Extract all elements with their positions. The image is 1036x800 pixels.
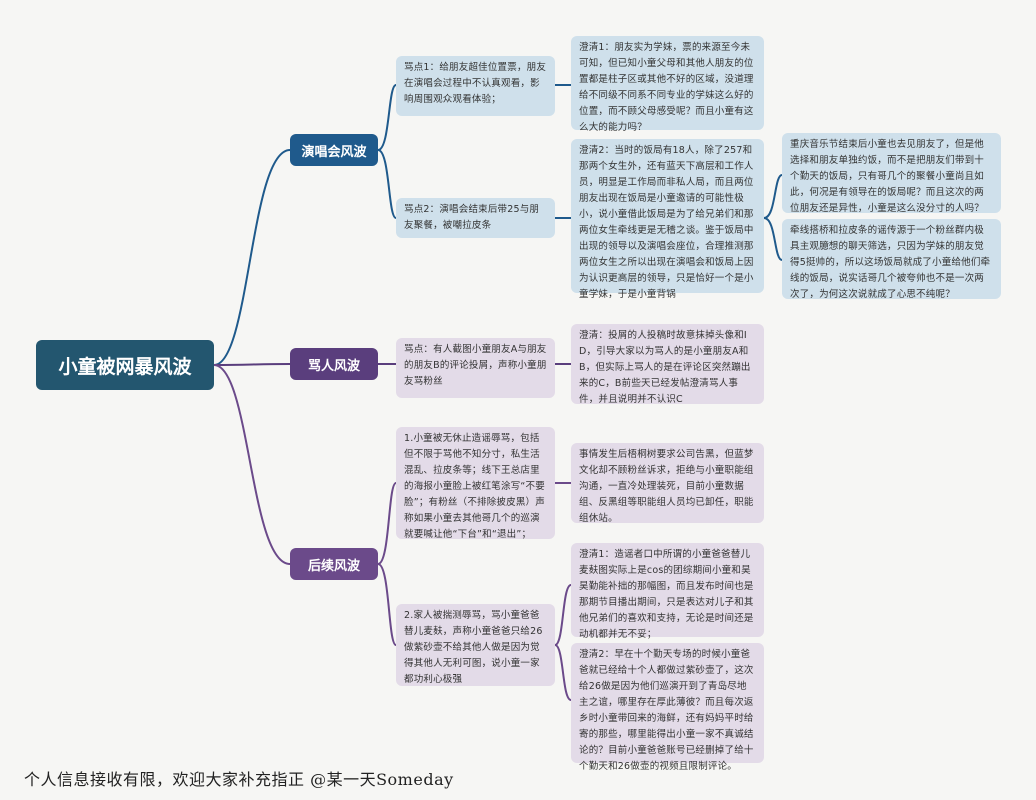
- root-node: 小童被网暴风波: [36, 340, 214, 390]
- connector-point2-clarify3: [554, 644, 572, 701]
- concert-point-1: 骂点1：给朋友超佳位置票，朋友在演唱会过程中不认真观看，影响周围观众观看体验；: [396, 56, 555, 116]
- scold-clarify: 澄清：投屑的人投稿时故意抹掉头像和ID，引导大家以为骂人的是小童朋友A和B，但实…: [571, 324, 764, 405]
- concert-point-2: 骂点2：演唱会结束后带25与朋友聚餐，被嘲拉皮条: [396, 198, 555, 238]
- connector-clarify2-extra1: [763, 174, 783, 219]
- concert-extra-2: 牵线搭桥和拉皮条的谣传源于一个粉丝群内极具主观臆想的聊天筛选，只因为学妹的朋友觉…: [782, 219, 1001, 300]
- connector-clarify2-extra2: [763, 217, 783, 261]
- connector-aftermath-point2: [377, 563, 397, 646]
- connector-concert-point1: [377, 84, 397, 151]
- connector-concert-point2: [377, 149, 397, 219]
- branch-scold: 骂人风波: [290, 348, 378, 380]
- connector-aftermath-point1: [377, 482, 397, 565]
- aftermath-clarify-1: 事情发生后梧桐树要求公司告黑，但蓝梦文化却不顾粉丝诉求，拒绝与小童职能组沟通，一…: [571, 443, 764, 524]
- connector-point2-clarify2: [554, 584, 572, 646]
- aftermath-point-2: 2.家人被揣测辱骂，骂小童爸爸替儿麦麸，声称小童爸爸只给26做紫砂壶不给其他人做…: [396, 604, 555, 686]
- branch-concert: 演唱会风波: [290, 134, 378, 166]
- branch-aftermath: 后续风波: [290, 548, 378, 580]
- concert-clarify-2: 澄清2：当时的饭局有18人，除了257和那两个女生外，还有蓝天下高层和工作人员，…: [571, 139, 764, 300]
- connector-root-scold: [213, 363, 291, 366]
- footer-note: 个人信息接收有限，欢迎大家补充指正 @某一天Someday: [24, 770, 454, 789]
- concert-extra-1: 重庆音乐节结束后小童也去见朋友了，但是他选择和朋友单独约饭，而不是把朋友们带到十…: [782, 133, 1001, 214]
- scold-point: 骂点：有人截图小童朋友A与朋友的朋友B的评论投屑，声称小童朋友骂粉丝: [396, 338, 555, 398]
- aftermath-clarify-3: 澄清2：早在十个勤天专场的时候小童爸爸就已经给十个人都做过紫砂壶了，这次给26做…: [571, 643, 764, 772]
- aftermath-point-1: 1.小童被无休止造谣辱骂，包括但不限于骂他不知分寸，私生活混乱、拉皮条等；线下王…: [396, 427, 555, 540]
- aftermath-clarify-2: 澄清1：造谣者口中所谓的小童爸爸替儿麦麸图实际上是cos的团综期间小童和昊昊勤能…: [571, 543, 764, 640]
- connector-root-aftermath: [213, 364, 291, 565]
- connector-root-concert: [213, 149, 291, 366]
- concert-clarify-1: 澄清1：朋友实为学妹，票的来源至今未可知，但已知小童父母和其他人朋友的位置都是柱…: [571, 36, 764, 133]
